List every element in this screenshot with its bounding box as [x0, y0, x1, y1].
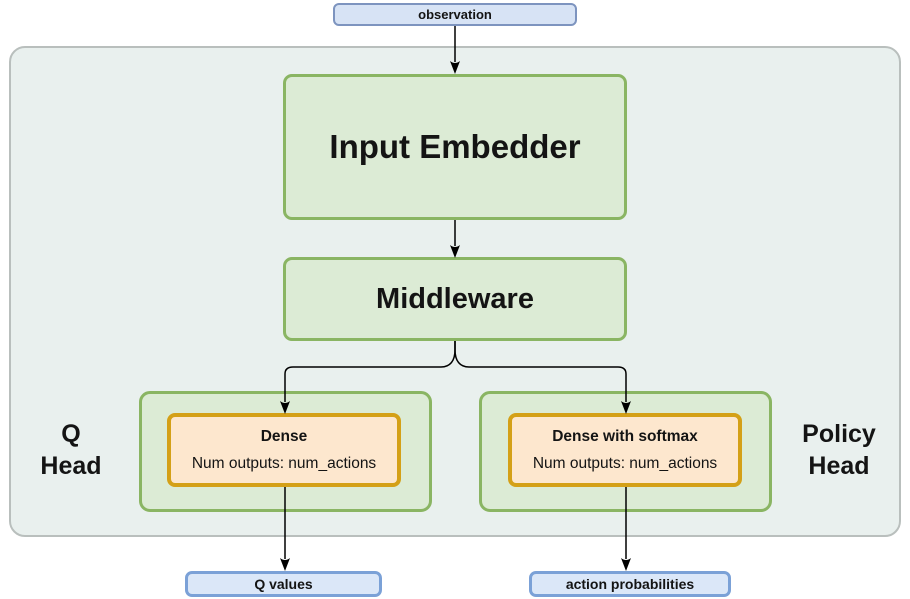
input-embedder-label: Input Embedder [329, 128, 581, 165]
arrowhead-q-dense-to-q-values [280, 558, 290, 571]
q-values-node: Q values [185, 571, 382, 597]
q-head-label: Q Head [23, 418, 119, 482]
input-embedder-node: Input Embedder [283, 74, 627, 220]
q-head-label-line1: Q [61, 420, 81, 448]
arrowhead-policy-dense-to-action-probs [621, 558, 631, 571]
policy-head-label-line2: Head [808, 452, 870, 480]
policy-head-dense-title: Dense with softmax [552, 427, 698, 445]
q-head-dense-subtitle: Num outputs: num_actions [191, 454, 377, 472]
action-probabilities-label: action probabilities [565, 576, 695, 592]
q-head-label-line2: Head [40, 452, 102, 480]
middleware-label: Middleware [376, 282, 534, 315]
middleware-node: Middleware [283, 257, 627, 341]
policy-head-label: Policy Head [791, 418, 887, 482]
q-values-label: Q values [254, 576, 313, 592]
observation-node: observation [333, 3, 577, 26]
policy-head-dense-node: Dense with softmax Num outputs: num_acti… [508, 413, 742, 487]
q-head-dense-title: Dense [260, 427, 308, 445]
observation-label: observation [418, 7, 492, 22]
policy-head-dense-subtitle: Num outputs: num_actions [532, 454, 718, 472]
q-head-dense-node: Dense Num outputs: num_actions [167, 413, 401, 487]
action-probabilities-node: action probabilities [529, 571, 731, 597]
policy-head-label-line1: Policy [802, 420, 876, 448]
